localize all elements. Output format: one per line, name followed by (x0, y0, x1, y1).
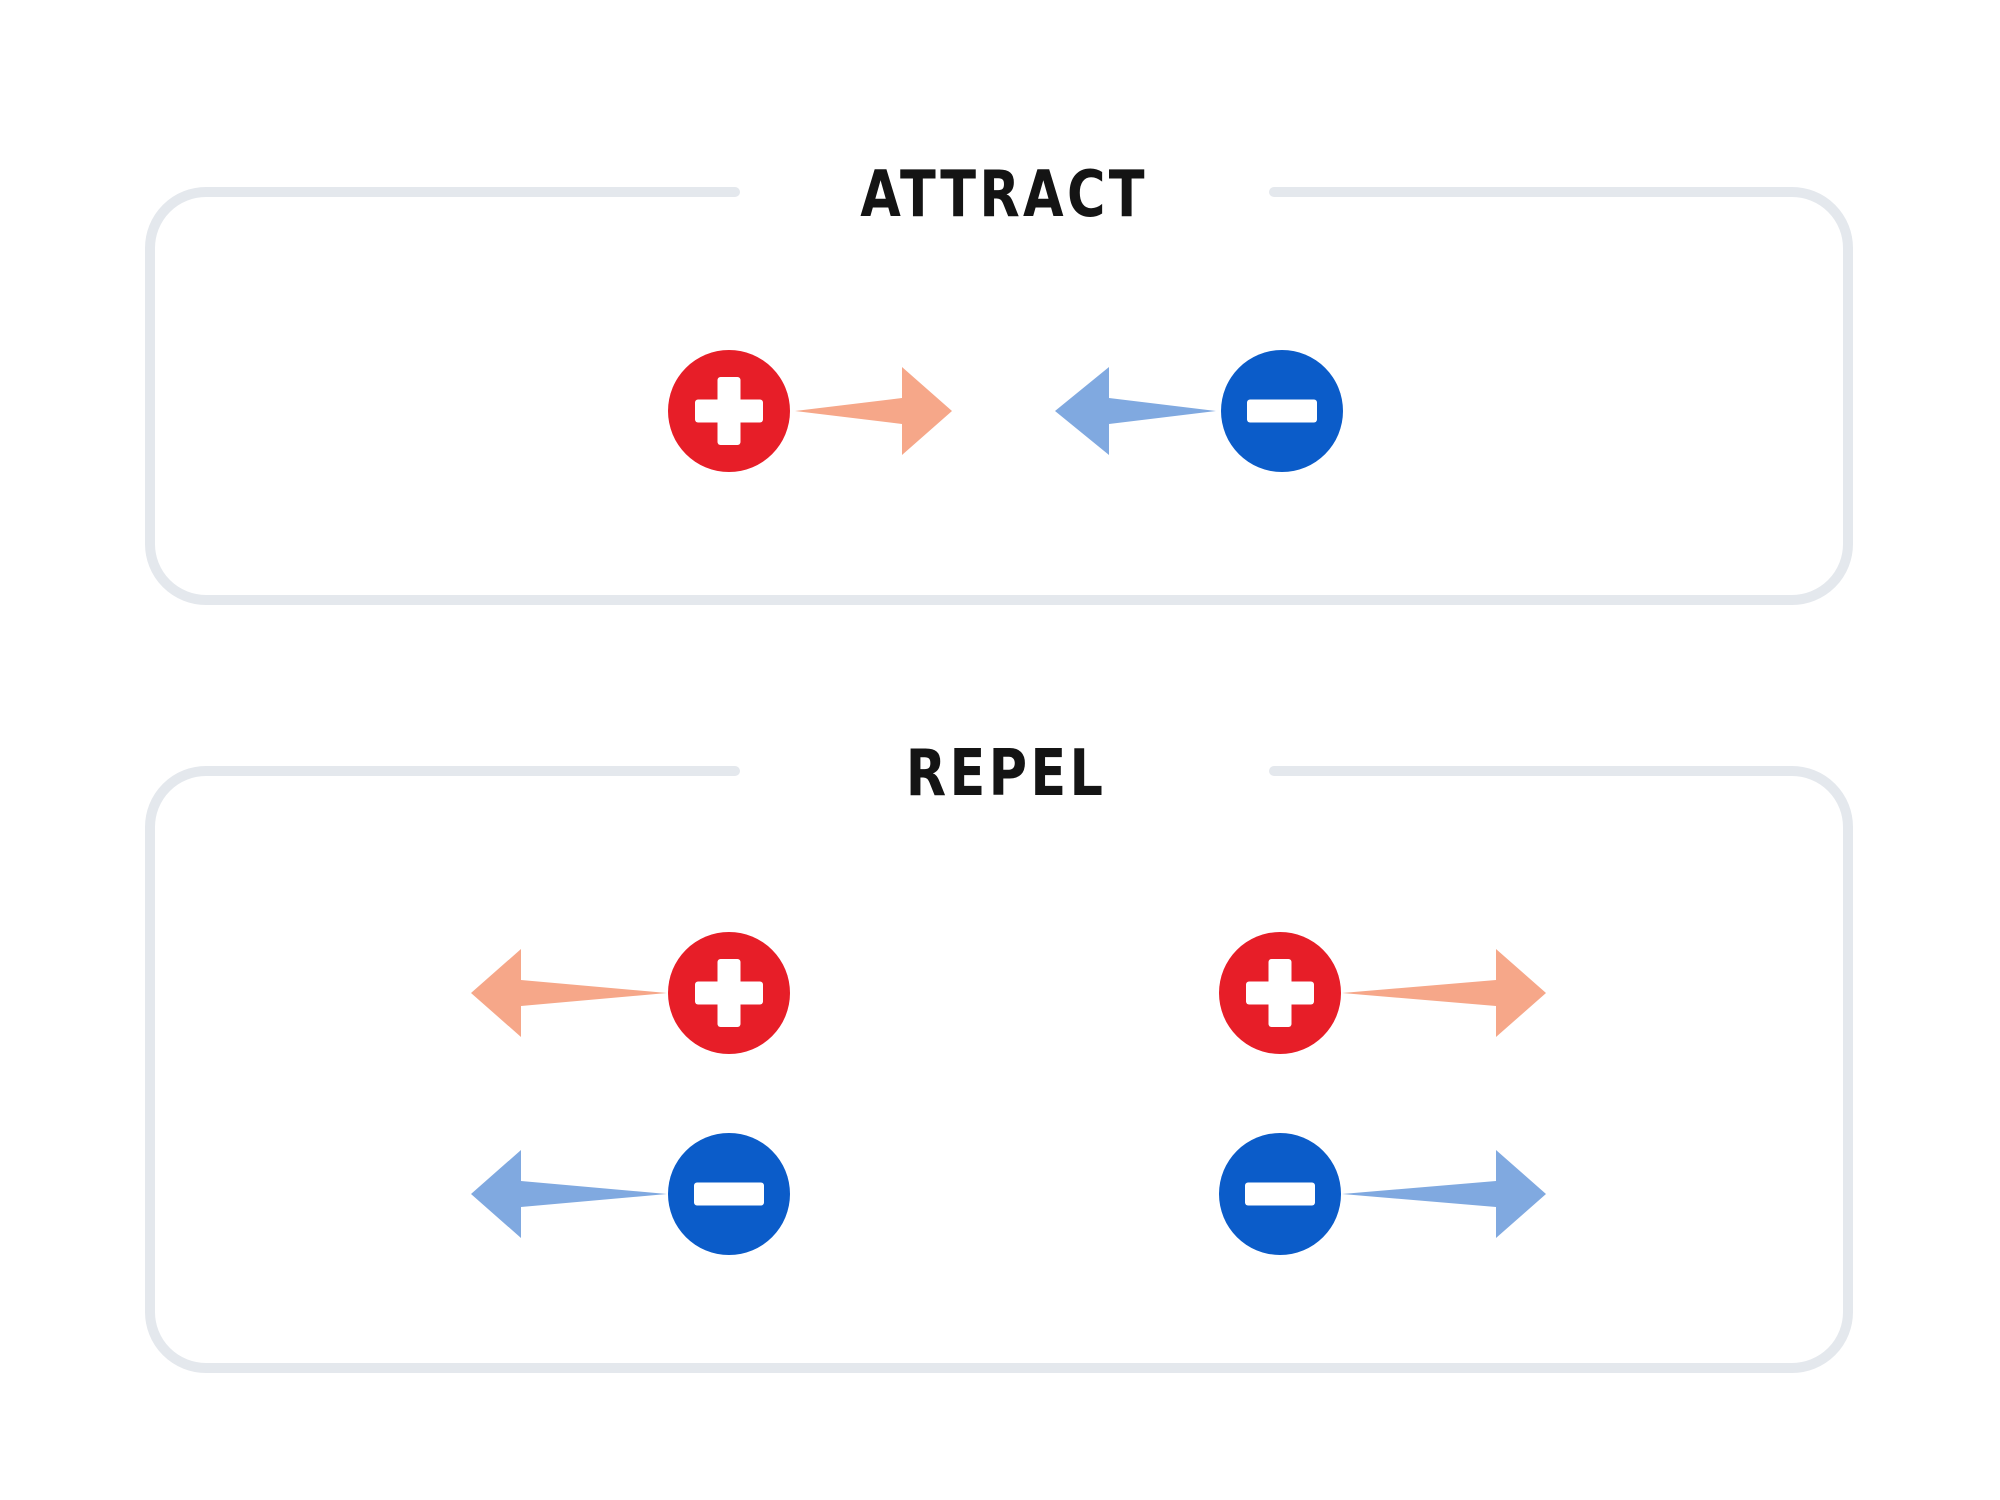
attract-panel-border (145, 187, 1853, 605)
minus-icon (1247, 399, 1317, 423)
attract-panel-title: ATTRACT (860, 157, 1148, 231)
repel-negative-charge-left (668, 1133, 790, 1255)
repulsion-arrow-right-icon (1342, 1150, 1546, 1238)
minus-icon (1245, 1182, 1315, 1206)
repel-panel: REPEL (145, 736, 1853, 1373)
attract-positive-charge (668, 350, 790, 472)
plus-icon (1268, 959, 1292, 1027)
repel-positive-row (471, 932, 1546, 1054)
repulsion-arrow-left-icon (471, 949, 667, 1037)
repulsion-arrow-right-icon (1342, 949, 1546, 1037)
attraction-arrow-right-icon (795, 367, 952, 455)
repel-panel-title: REPEL (906, 736, 1106, 810)
attract-negative-charge (1221, 350, 1343, 472)
plus-icon (717, 959, 741, 1027)
plus-icon (717, 377, 741, 445)
repel-panel-border (145, 766, 1853, 1373)
attraction-arrow-left-icon (1055, 367, 1216, 455)
repel-negative-row (471, 1133, 1546, 1255)
repulsion-arrow-left-icon (471, 1150, 667, 1238)
minus-icon (694, 1182, 764, 1206)
attract-panel: ATTRACT (145, 157, 1853, 605)
repel-positive-charge-right (1219, 932, 1341, 1054)
repel-negative-charge-right (1219, 1133, 1341, 1255)
repel-positive-charge-left (668, 932, 790, 1054)
